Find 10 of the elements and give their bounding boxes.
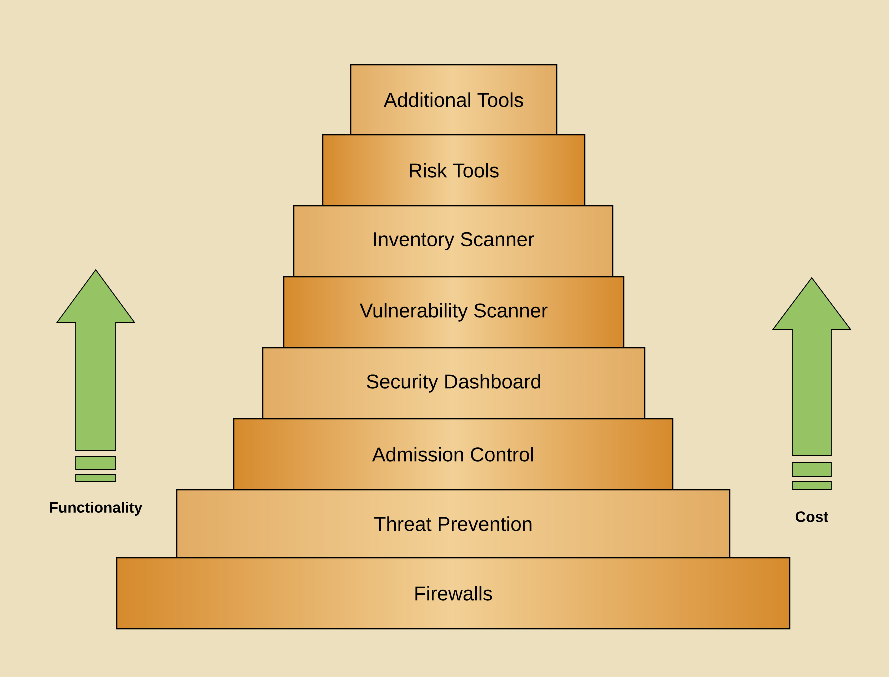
pyramid-tier: Threat Prevention — [176, 489, 731, 559]
pyramid-tier: Admission Control — [233, 418, 674, 491]
axis-label: Cost — [796, 512, 828, 522]
pyramid-tier: Vulnerability Scanner — [283, 276, 625, 349]
pyramid-tier: Inventory Scanner — [293, 205, 614, 278]
pyramid-tier: Risk Tools — [322, 134, 586, 207]
axis-label: Functionality — [50, 502, 143, 516]
pyramid-tier: Additional Tools — [350, 64, 558, 136]
pyramid-tier: Security Dashboard — [262, 347, 646, 420]
pyramid-tier: Firewalls — [116, 557, 791, 630]
